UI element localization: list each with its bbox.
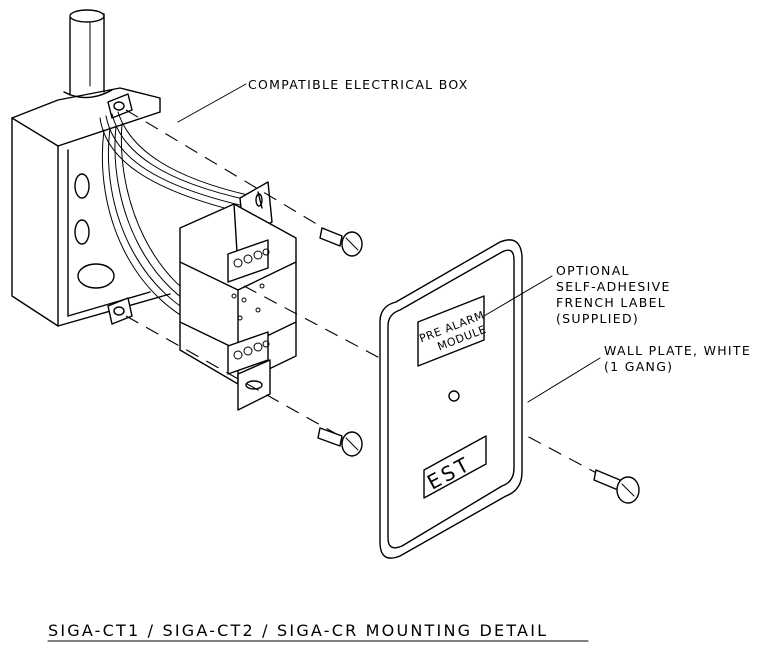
callout-optional-line-3: FRENCH LABEL — [556, 295, 666, 310]
conduit-pipe — [63, 9, 113, 99]
pre-alarm-label: PRE ALARM MODULE — [417, 295, 488, 367]
wall-plate — [379, 239, 523, 559]
electrical-box — [11, 87, 171, 327]
callout-optional-line-1: OPTIONAL — [556, 263, 630, 278]
leader-lines — [177, 83, 601, 403]
siga-module — [179, 181, 297, 411]
alignment-lines — [125, 109, 607, 479]
screw-lower — [317, 427, 363, 457]
callout-electrical-box: COMPATIBLE ELECTRICAL BOX — [248, 77, 469, 92]
callout-optional-line-2: SELF-ADHESIVE — [556, 279, 671, 294]
callout-wall-plate-line-2: (1 GANG) — [604, 359, 673, 374]
drawing-title: SIGA-CT1 / SIGA-CT2 / SIGA-CR MOUNTING D… — [48, 621, 548, 640]
callout-optional-line-4: (SUPPLIED) — [556, 311, 639, 326]
screw-plate — [593, 469, 640, 504]
screw-upper — [319, 227, 363, 257]
callout-wall-plate-line-1: WALL PLATE, WHITE — [604, 343, 751, 358]
callout-optional-label: OPTIONAL SELF-ADHESIVE FRENCH LABEL (SUP… — [556, 263, 671, 326]
callout-wall-plate: WALL PLATE, WHITE (1 GANG) — [604, 343, 751, 374]
